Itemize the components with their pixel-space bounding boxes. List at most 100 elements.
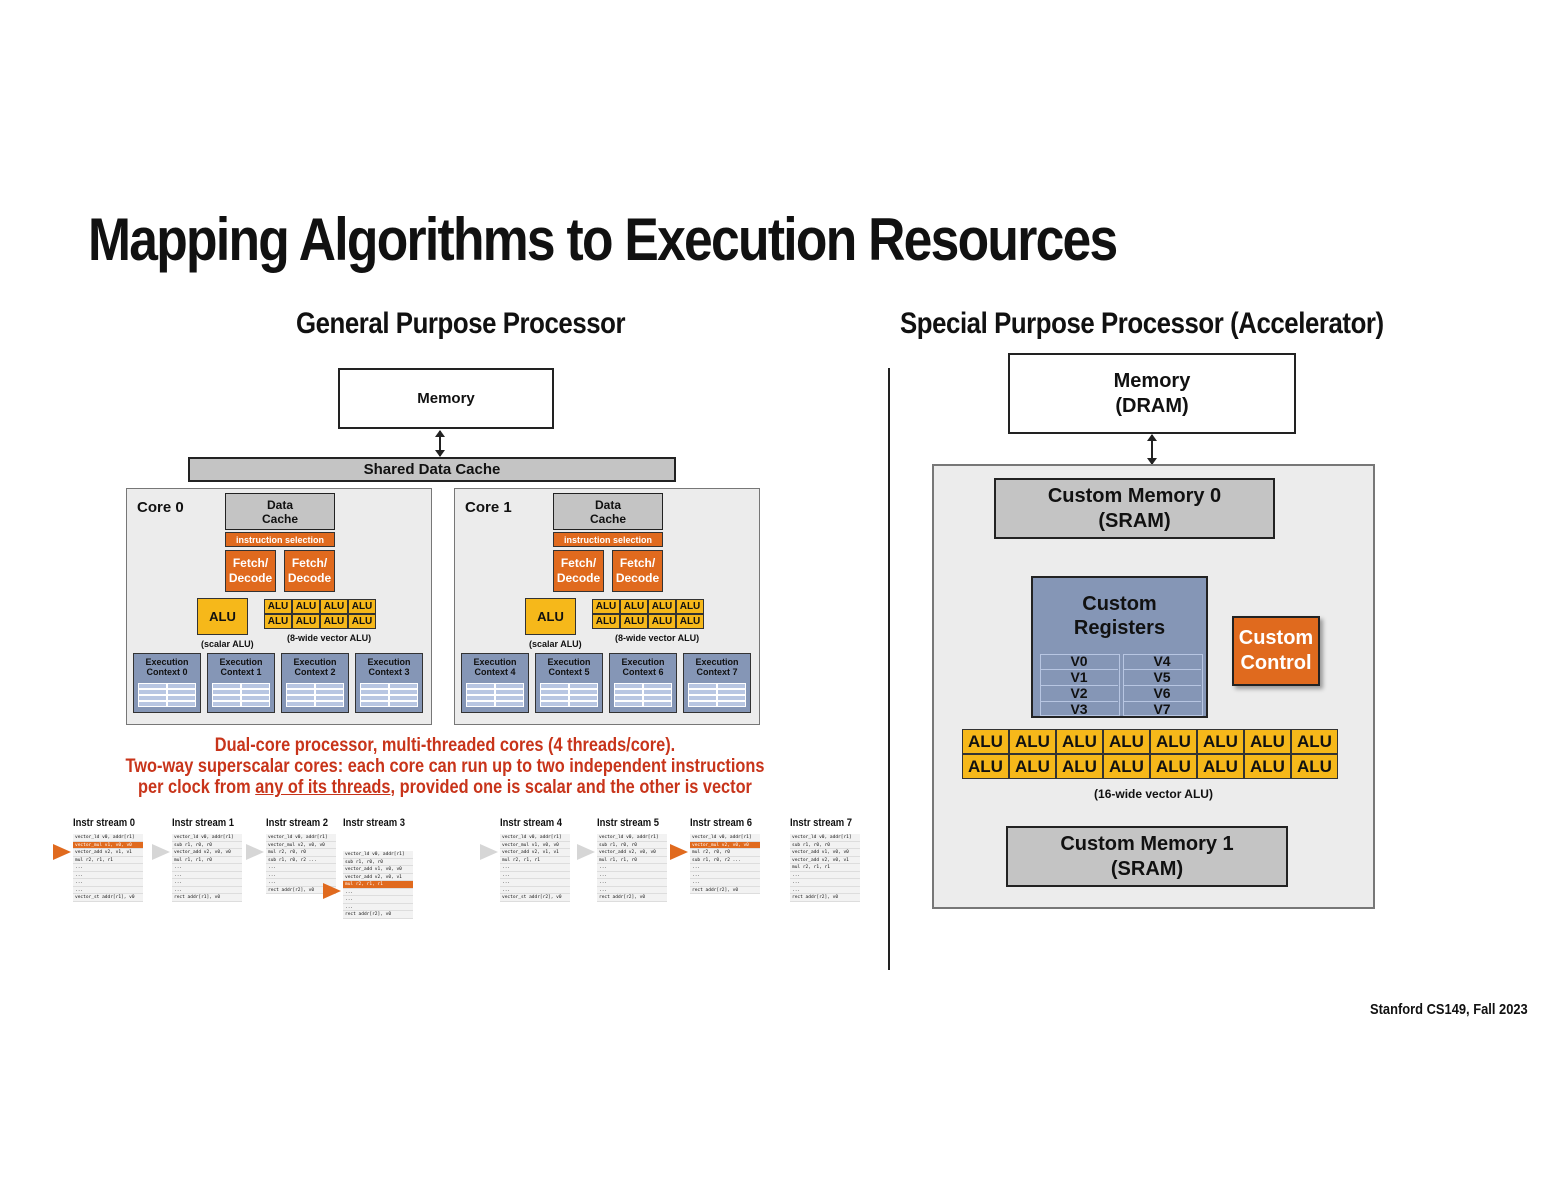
instruction-line: ... bbox=[73, 887, 143, 894]
general-purpose-heading: General Purpose Processor bbox=[296, 307, 626, 340]
instruction-line: vector_st addr[r2], v0 bbox=[500, 894, 570, 902]
custom-control-sublabel: Control bbox=[1240, 652, 1312, 674]
instruction-line: vector_ld v0, addr[r1] bbox=[172, 834, 242, 842]
processor-description: Dual-core processor, multi-threaded core… bbox=[62, 735, 827, 798]
register-label: V5 bbox=[1123, 670, 1201, 686]
instruction-line: sub r1, r0, r0 bbox=[790, 842, 860, 849]
custom-control-label: Custom bbox=[1238, 627, 1314, 649]
vector-alu-cell: ALU bbox=[264, 599, 292, 614]
fetch-decode-1: Fetch/ Decode bbox=[612, 550, 663, 592]
instruction-stream-title: Instr stream 1 bbox=[172, 817, 235, 829]
instruction-list: vector_ld v0, addr[r1]vector_mul v1, v0,… bbox=[500, 834, 570, 902]
custom-registers-label: Custom bbox=[1082, 593, 1157, 615]
instruction-line: mul r2, r1, r1 bbox=[500, 857, 570, 864]
instruction-line: vector_ld v0, addr[r1] bbox=[73, 834, 143, 842]
instruction-line: rect addr[r2], v0 bbox=[690, 887, 760, 894]
shared-cache-label: Shared Data Cache bbox=[363, 461, 501, 478]
vector-alu-cell: ALU bbox=[264, 614, 292, 629]
vector-alu-cell: ALU bbox=[1150, 754, 1197, 779]
scalar-alu: ALU bbox=[525, 598, 576, 635]
vector-alu-cell: ALU bbox=[1291, 754, 1338, 779]
vector-alu-cell: ALU bbox=[1103, 729, 1150, 754]
execution-context-1: Execution Context 1 bbox=[207, 653, 275, 713]
instruction-line: ... bbox=[266, 872, 336, 879]
instruction-line: vector_mul v1, v0, v0 bbox=[73, 841, 143, 849]
data-cache-label: Data Cache bbox=[589, 497, 627, 526]
vector-alu-caption: (8-wide vector ALU) bbox=[615, 633, 700, 643]
description-line-1: Dual-core processor, multi-threaded core… bbox=[214, 735, 676, 756]
instruction-line: ... bbox=[500, 864, 570, 872]
instruction-list: vector_ld v0, addr[r1]sub r1, r0, r0 vect… bbox=[790, 834, 860, 902]
execution-context-label: Execution Context 5 bbox=[547, 657, 591, 677]
scalar-alu-caption: (scalar ALU) bbox=[201, 639, 254, 649]
instruction-line: vector_add v2, v0, v0 bbox=[172, 849, 242, 857]
instruction-line: vector_ld v0, addr[r1] bbox=[790, 834, 860, 842]
instruction-line: vector_add v2, v0, v1 bbox=[343, 874, 413, 881]
instruction-stream: Instr stream 1 vector_ld v0, addr[r1]sub … bbox=[152, 817, 242, 902]
fetch-decode-label: Fetch/ Decode bbox=[228, 556, 273, 585]
custom-memory-0: Custom Memory 0 (SRAM) bbox=[994, 478, 1275, 539]
alu-label: ALU bbox=[537, 609, 564, 624]
execution-context-label: Execution Context 7 bbox=[695, 657, 739, 677]
vector-alu-cell: ALU bbox=[648, 614, 676, 629]
instruction-line: mul r2, r0, r0 bbox=[266, 849, 336, 857]
program-counter-icon bbox=[577, 843, 595, 860]
register-label: V0 bbox=[1040, 654, 1118, 670]
program-counter-icon bbox=[152, 843, 170, 860]
vector-alu-caption: (8-wide vector ALU) bbox=[287, 633, 372, 643]
instruction-line: rect addr[r2], v0 bbox=[597, 894, 667, 902]
program-counter-icon bbox=[323, 883, 341, 899]
instruction-line: mul r2, r1, r1 bbox=[73, 857, 143, 864]
instruction-line: ... bbox=[343, 889, 413, 896]
vector-alu-cell: ALU bbox=[620, 614, 648, 629]
instruction-line: ... bbox=[266, 879, 336, 887]
instruction-line: mul r2, r0, r0 bbox=[690, 849, 760, 857]
instruction-line: vector_add v2, v1, v1 bbox=[500, 849, 570, 857]
vector-alu-cell: ALU bbox=[676, 614, 704, 629]
instruction-line: mul r2, r1, r1 bbox=[343, 881, 413, 889]
description-line-3-underlined: any of its threads bbox=[255, 777, 391, 798]
fetch-decode-label: Fetch/ Decode bbox=[287, 556, 332, 585]
dram-memory-box: Memory (DRAM) bbox=[1008, 353, 1296, 434]
instruction-line: vector_add v2, v1, v1 bbox=[73, 849, 143, 857]
description-line-3-pre: per clock from bbox=[138, 777, 256, 798]
instruction-list: vector_ld v0, addr[r1]vector_mul v1, v0,… bbox=[73, 834, 143, 902]
vector-alu-cell: ALU bbox=[962, 729, 1009, 754]
section-divider bbox=[888, 368, 890, 970]
fetch-decode-0: Fetch/ Decode bbox=[553, 550, 604, 592]
register-label: V7 bbox=[1153, 701, 1171, 717]
vector-alu-cell: ALU bbox=[620, 599, 648, 614]
vector-alu-cell: ALU bbox=[1244, 729, 1291, 754]
scalar-alu-caption: (scalar ALU) bbox=[529, 639, 582, 649]
memory-box: Memory bbox=[338, 368, 554, 429]
vector-alu-cell: ALU bbox=[592, 599, 620, 614]
page-title: Mapping Algorithms to Execution Resource… bbox=[88, 206, 1118, 273]
instruction-line: ... bbox=[172, 872, 242, 879]
instruction-line: vector_mul v1, v0, v0 bbox=[500, 842, 570, 849]
instruction-line: ... bbox=[73, 879, 143, 887]
core-1: Core 1 Data Cache instruction selection … bbox=[454, 488, 760, 725]
instruction-line: ... bbox=[500, 887, 570, 894]
vector-alu-cell: ALU bbox=[320, 614, 348, 629]
instruction-line: ... bbox=[790, 887, 860, 894]
instruction-line: vector_add v2, v0, v1 bbox=[790, 857, 860, 864]
execution-context-7: Execution Context 7 bbox=[683, 653, 751, 713]
sixteen-wide-alu-grid: ALU ALU ALU ALU ALU ALU ALU ALU ALU ALU … bbox=[962, 729, 1338, 779]
description-line-2: Two-way superscalar cores: each core can… bbox=[125, 756, 765, 777]
instruction-line: vector_ld v0, addr[r1] bbox=[266, 834, 336, 842]
data-cache: Data Cache bbox=[225, 493, 335, 530]
program-counter-icon bbox=[246, 843, 264, 860]
custom-control: Custom Control bbox=[1232, 616, 1320, 686]
instruction-line: rect addr[r1], v0 bbox=[172, 894, 242, 902]
execution-context-5: Execution Context 5 bbox=[535, 653, 603, 713]
instruction-line: ... bbox=[597, 864, 667, 872]
instruction-line: ... bbox=[690, 879, 760, 887]
special-purpose-heading: Special Purpose Processor (Accelerator) bbox=[900, 307, 1384, 340]
fetch-decode-0: Fetch/ Decode bbox=[225, 550, 276, 592]
vector-alu-grid: ALU ALU ALU ALU ALU ALU ALU ALU bbox=[592, 599, 704, 629]
instruction-stream-title: Instr stream 5 bbox=[597, 817, 660, 829]
instruction-selection: instruction selection bbox=[553, 532, 663, 547]
